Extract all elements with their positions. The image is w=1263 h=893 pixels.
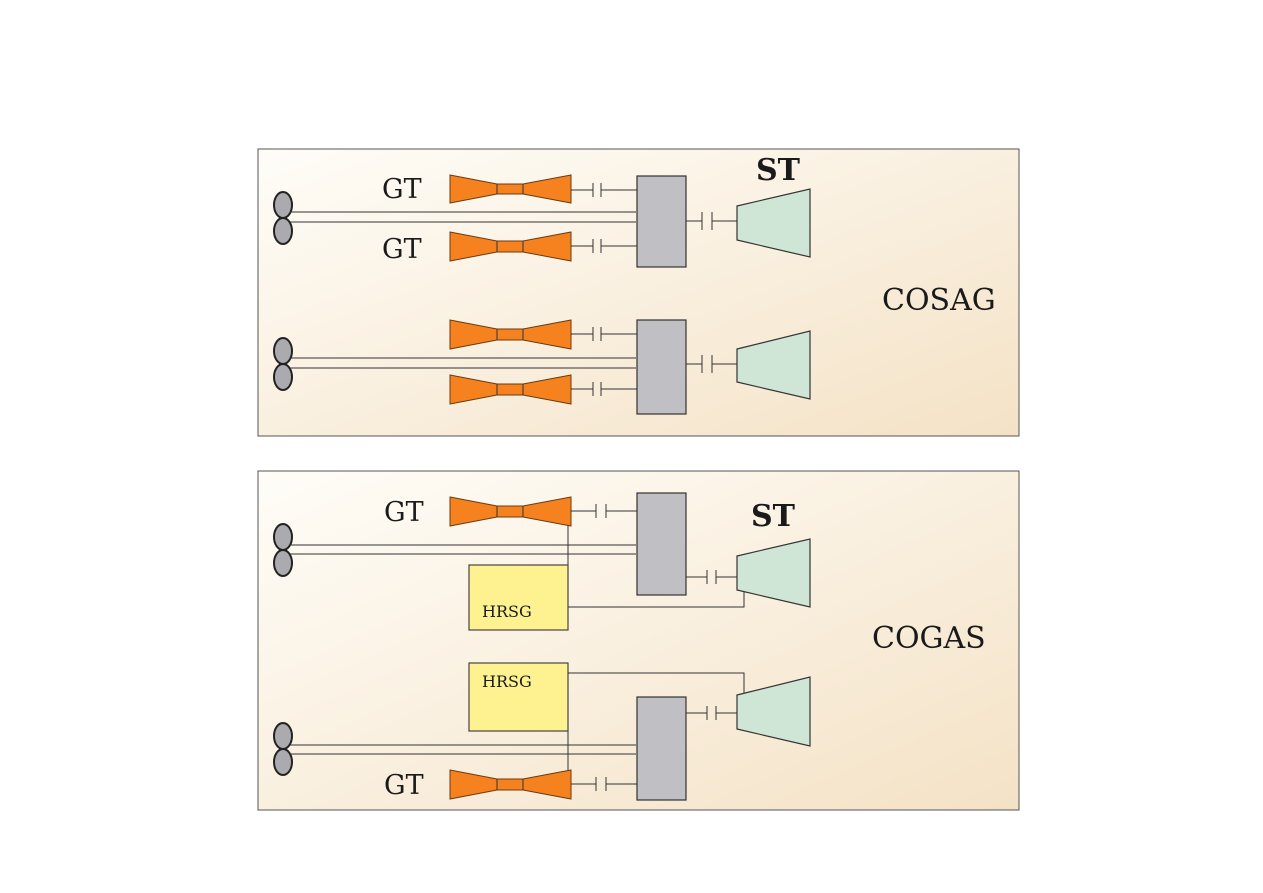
cosag-steam-turbine-bottom [736,330,811,400]
cosag-st-label: ST [756,153,801,188]
cogas-steam-turbine-bottom [736,676,811,747]
cogas-st-label: ST [751,499,796,534]
cosag-panel: GT GT ST COSAG [257,148,1020,437]
cogas-title: COGAS [872,621,986,656]
cosag-gas-turbine-3 [449,319,572,350]
cosag-title: COSAG [882,283,996,318]
cogas-gt-top-label: GT [384,497,424,528]
cogas-hrsg-bottom-label: HRSG [482,672,532,691]
cosag-gt-top-label: GT [382,174,422,205]
cosag-steam-turbine-top [736,188,811,258]
cogas-propeller-top [273,523,293,577]
cosag-propeller-top [273,191,293,245]
cosag-gt-bottom-label: GT [382,234,422,265]
cogas-hrsg-top-label: HRSG [482,602,532,621]
cogas-gt-bottom-label: GT [384,770,424,801]
cosag-gas-turbine-4 [449,374,572,405]
cosag-gearbox-top [636,175,687,268]
cogas-gas-turbine-top [449,496,572,527]
cogas-steam-turbine-top [736,538,811,608]
cosag-gearbox-bottom [636,319,687,415]
cogas-gearbox-top [636,492,687,596]
cogas-hrsg-top [468,564,569,631]
cogas-panel: GT GT ST HRSG HRSG COGAS [257,470,1020,811]
cosag-propeller-bottom [273,337,293,391]
cogas-gas-turbine-bottom [449,769,572,800]
cosag-gas-turbine-2 [449,231,572,262]
cogas-gearbox-bottom [636,696,687,801]
cogas-hrsg-bottom [468,662,569,732]
cosag-gas-turbine-1 [449,174,572,204]
cogas-propeller-bottom [273,722,293,776]
